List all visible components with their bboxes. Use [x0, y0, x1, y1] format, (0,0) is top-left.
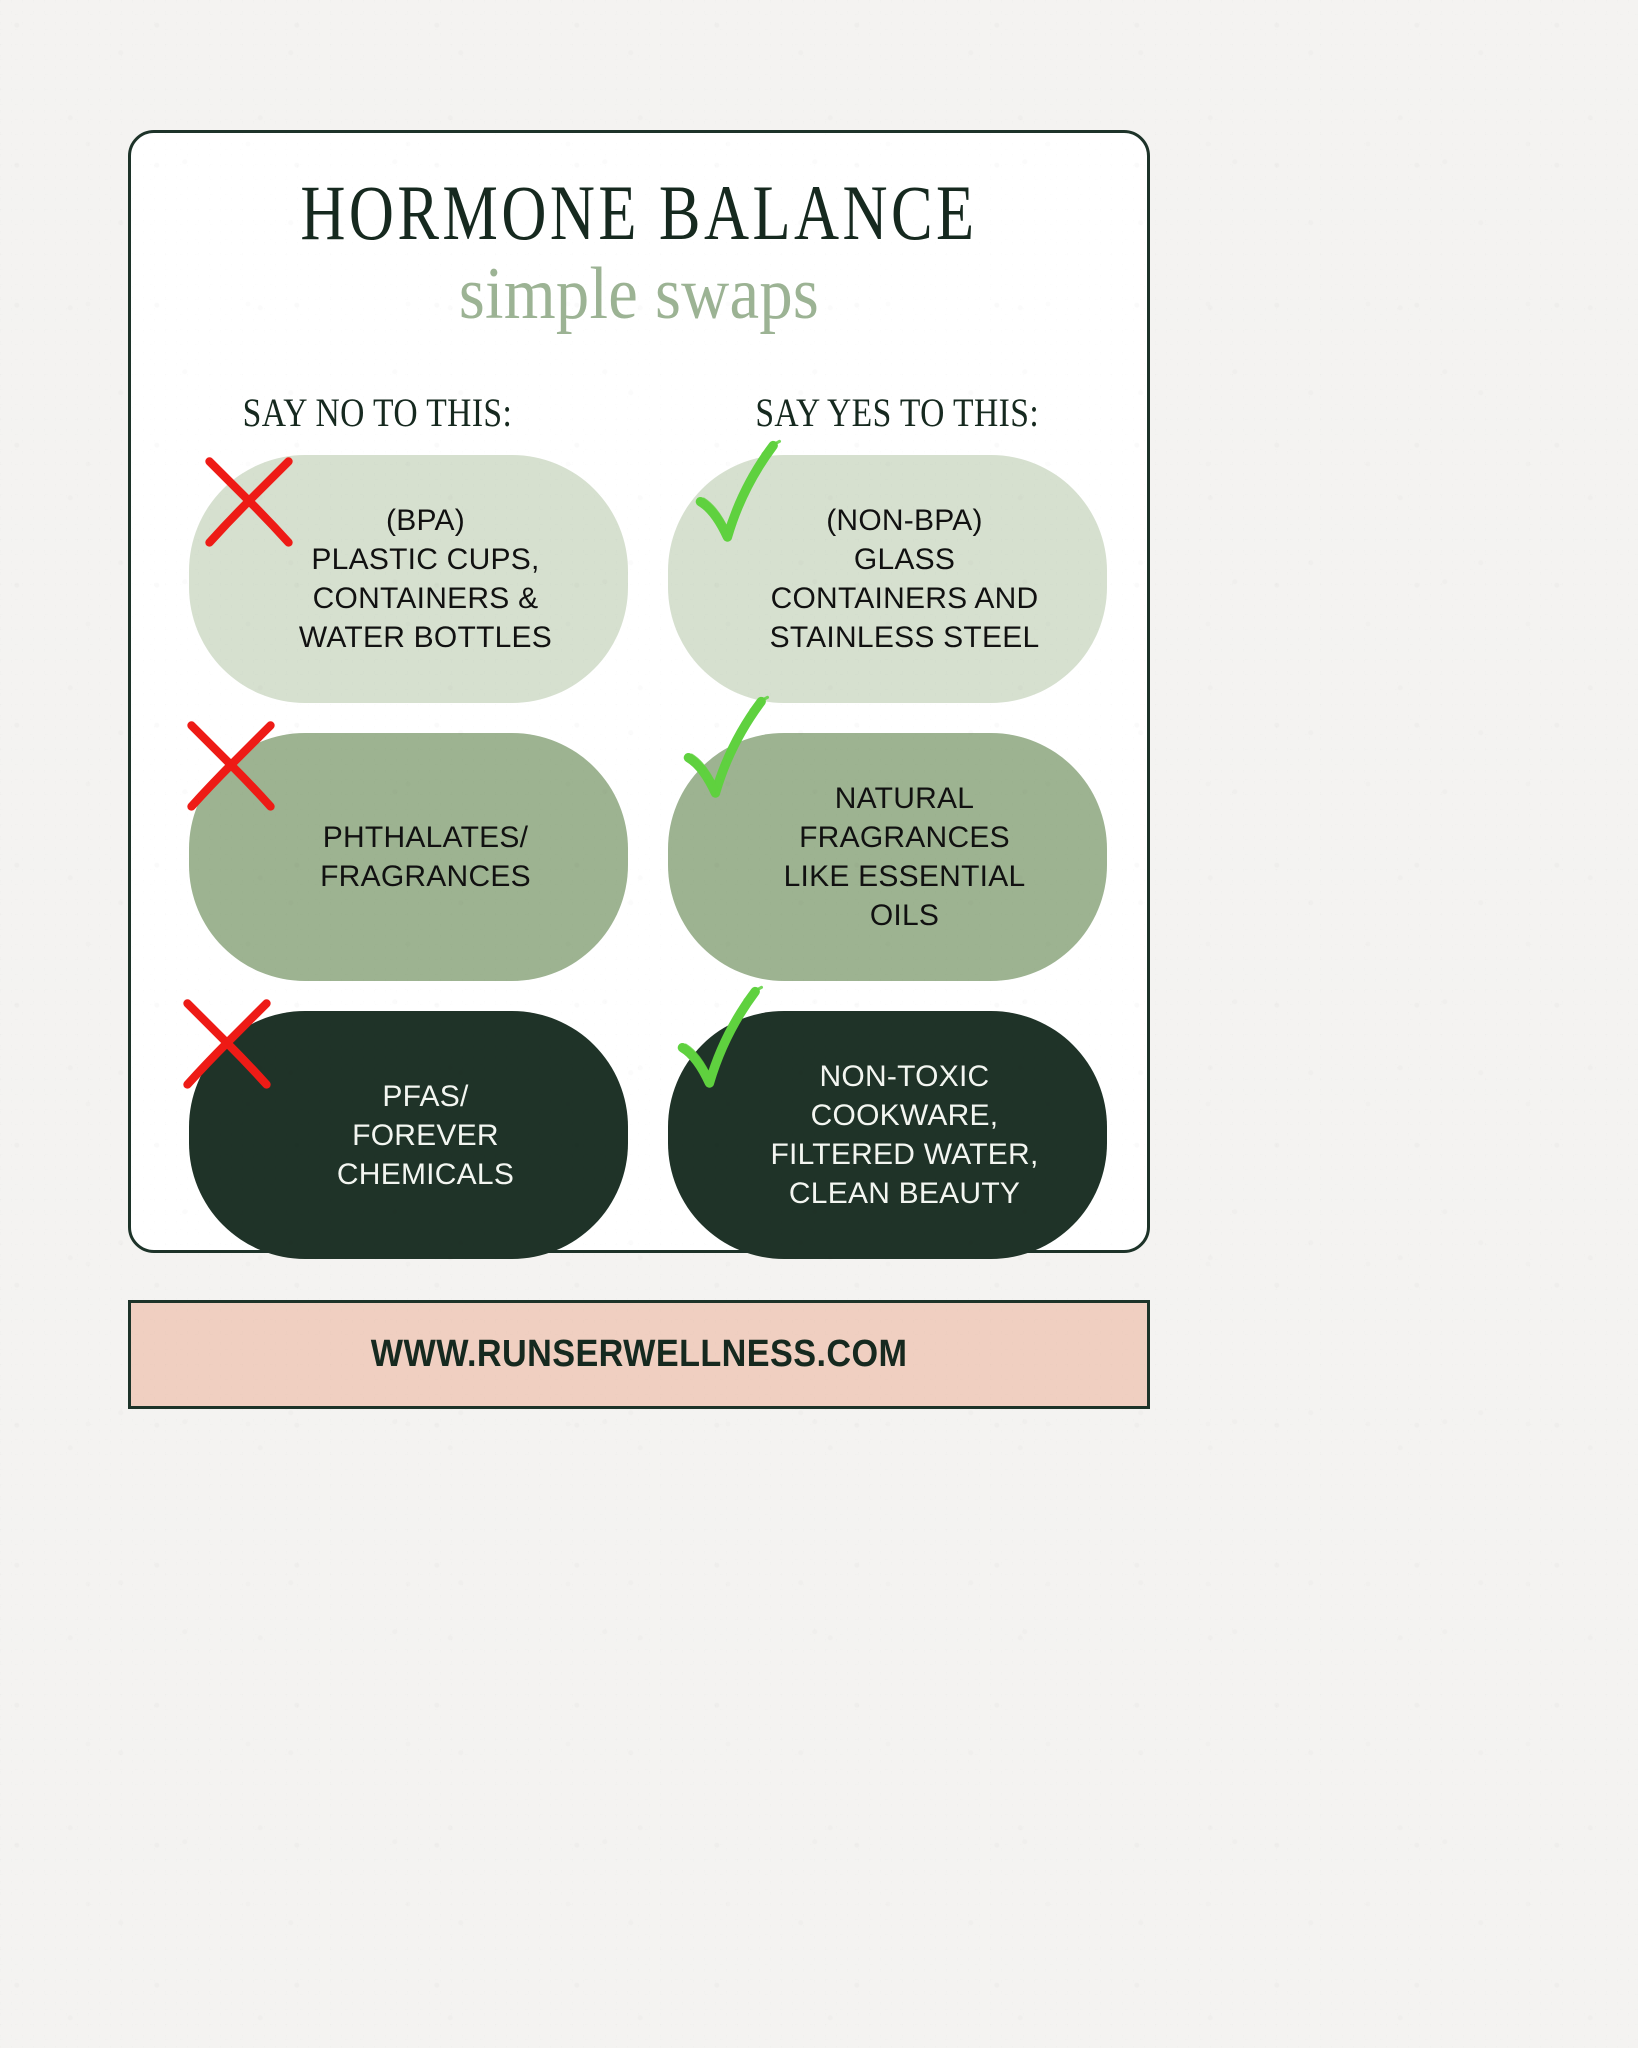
avoid-card-text: PHTHALATES/ FRAGRANCES — [320, 821, 531, 893]
swap-row: PFAS/ FOREVER CHEMICALS NON-TOXIC COOKWA… — [183, 985, 1107, 1259]
column-headers: SAY NO TO THIS: SAY YES TO THIS: — [131, 389, 1147, 436]
choose-card-text: NATURAL FRAGRANCES LIKE ESSENTIAL OILS — [783, 782, 1026, 932]
swap-card-grid: (BPA) PLASTIC CUPS, CONTAINERS & WATER B… — [183, 439, 1107, 1259]
red-x-mark-icon — [187, 721, 275, 811]
swap-row: PHTHALATES/ FRAGRANCES NATURAL FRAGRANCE… — [187, 695, 1107, 981]
avoid-card[interactable]: PFAS/ FOREVER CHEMICALS — [183, 999, 628, 1259]
website-url-bar[interactable]: WWW.RUNSERWELLNESS.COM — [128, 1300, 1150, 1409]
column-header-choose: SAY YES TO THIS: — [755, 390, 1040, 435]
avoid-card-text: PFAS/ FOREVER CHEMICALS — [336, 1079, 515, 1191]
swap-row: (BPA) PLASTIC CUPS, CONTAINERS & WATER B… — [189, 439, 1107, 703]
website-url-text: WWW.RUNSERWELLNESS.COM — [370, 1333, 908, 1375]
page-subtitle: simple swaps — [458, 252, 820, 335]
choose-card-text: NON-TOXIC COOKWARE, FILTERED WATER, CLEA… — [770, 1060, 1039, 1210]
title-block: HORMONE BALANCE simple swaps — [131, 169, 1147, 335]
choose-card[interactable]: NON-TOXIC COOKWARE, FILTERED WATER, CLEA… — [668, 985, 1107, 1259]
red-x-mark-icon — [183, 999, 271, 1089]
poster-panel: HORMONE BALANCE simple swaps SAY NO TO T… — [128, 130, 1150, 1259]
choose-card-text: (NON-BPA) GLASS CONTAINERS AND STAINLESS… — [769, 504, 1040, 654]
page-title: HORMONE BALANCE — [300, 169, 978, 256]
avoid-card[interactable]: PHTHALATES/ FRAGRANCES — [187, 721, 628, 981]
choose-card[interactable]: NATURAL FRAGRANCES LIKE ESSENTIAL OILS — [668, 695, 1107, 981]
avoid-card[interactable]: (BPA) PLASTIC CUPS, CONTAINERS & WATER B… — [189, 455, 628, 703]
choose-card[interactable]: (NON-BPA) GLASS CONTAINERS AND STAINLESS… — [668, 439, 1107, 703]
column-header-avoid: SAY NO TO THIS: — [242, 390, 513, 435]
avoid-card-text: (BPA) PLASTIC CUPS, CONTAINERS & WATER B… — [298, 504, 553, 654]
